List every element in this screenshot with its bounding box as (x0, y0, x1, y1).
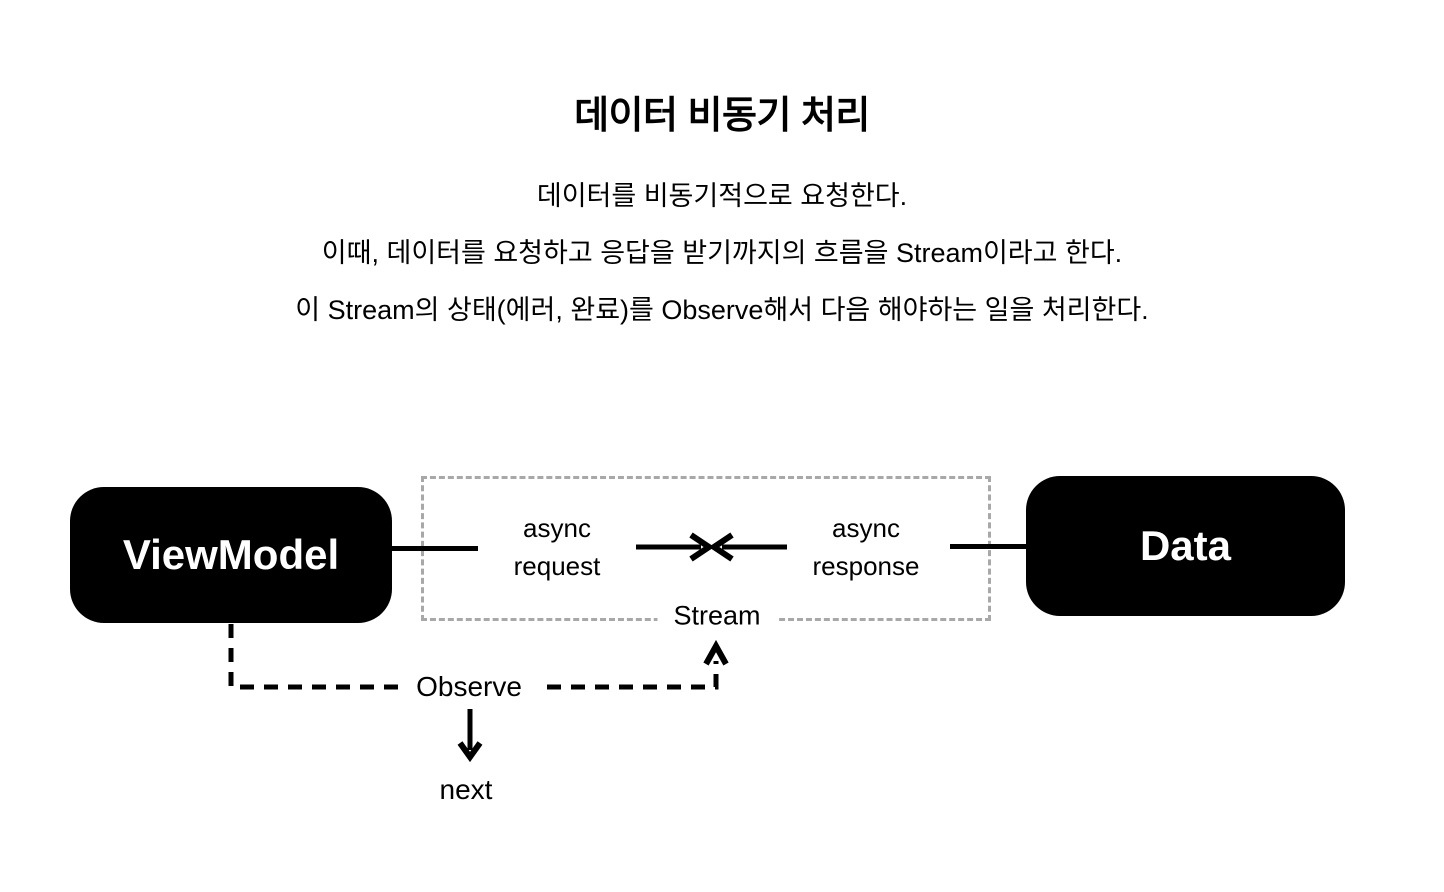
observe-next-arrowhead-icon (457, 741, 483, 763)
viewmodel-label: ViewModel (122, 531, 340, 578)
stream-up-arrowhead-chevron (703, 639, 729, 666)
page-title: 데이터 비동기 처리 (574, 95, 870, 137)
stream-up-arrowhead-icon (703, 639, 729, 666)
async-response-label: async response (766, 509, 966, 585)
description-line-3: 이 Stream의 상태(에러, 완료)를 Observe해서 다음 해야하는 … (295, 295, 1149, 325)
data-box: Data (1026, 476, 1345, 616)
next-label: next (439, 774, 493, 805)
stream-label: Stream (657, 600, 777, 632)
async-response-line2: response (812, 551, 920, 581)
viewmodel-to-stream-connector (390, 546, 478, 551)
data-to-stream-connector (950, 544, 1028, 549)
description-line-2: 이때, 데이터를 요청하고 응답을 받기까지의 흐름을 Stream이라고 한다… (321, 238, 1123, 268)
observe-stream-dashed-line (547, 661, 719, 690)
viewmodel-observe-dashed-line (228, 624, 400, 690)
data-label: Data (1139, 522, 1232, 569)
observe-next-arrow (457, 709, 483, 763)
viewmodel-box: ViewModel (70, 487, 392, 623)
description-line-1: 데이터를 비동기적으로 요청한다. (536, 181, 908, 211)
async-request-line1: async (523, 513, 591, 543)
async-response-line1: async (832, 513, 900, 543)
observe-label: Observe (416, 671, 522, 702)
async-request-label: async request (457, 509, 657, 585)
async-request-line2: request (513, 551, 601, 581)
